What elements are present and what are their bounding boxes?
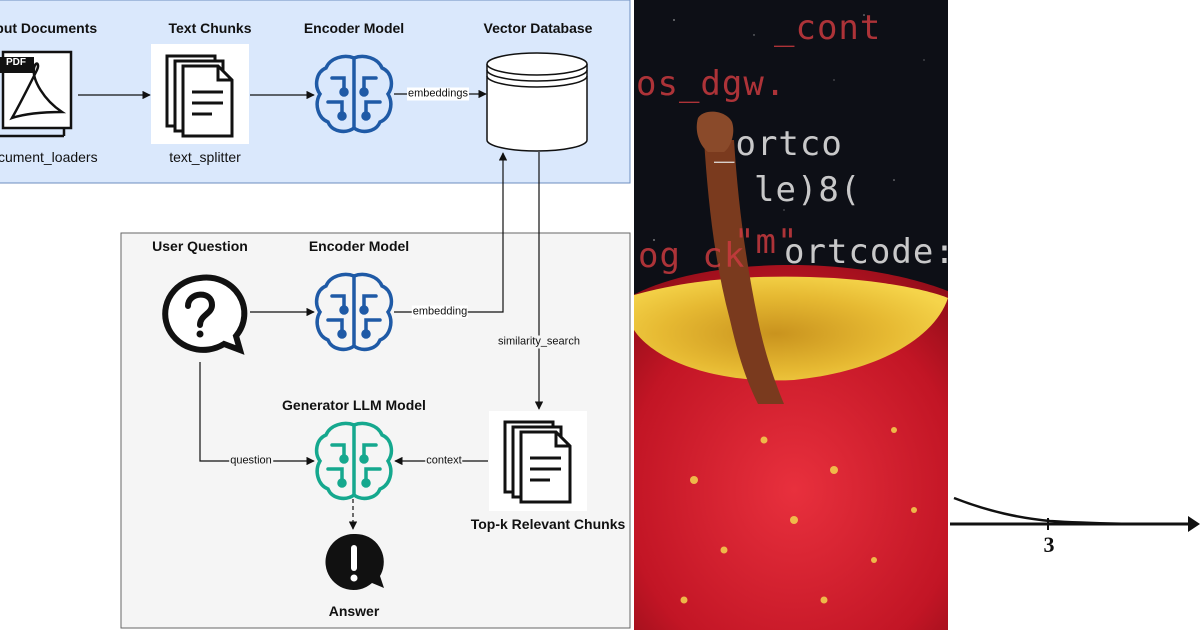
question-bubble-icon — [162, 274, 248, 355]
edge-label-context: context — [425, 454, 463, 468]
edge-question-to-generator — [199, 362, 315, 466]
code-line-2: os_dgw. — [636, 64, 787, 104]
input-documents-title: Input Documents — [0, 20, 98, 36]
topk-chunks-icon — [489, 411, 587, 511]
x-axis-arrowhead — [1188, 516, 1200, 532]
edge-label-embedding: embedding — [411, 305, 469, 319]
answer-exclamation-icon — [325, 533, 384, 590]
code-line-5: "m" — [734, 222, 799, 262]
encoder-model-title-top: Encoder Model — [303, 20, 405, 36]
apple-illustration — [634, 0, 948, 630]
code-line-3: _ortco — [714, 124, 843, 164]
document-loaders-label: document_loaders — [0, 149, 98, 165]
curve-plot — [950, 496, 1200, 532]
decay-curve — [953, 496, 1131, 526]
vector-database-icon — [486, 52, 588, 152]
text-splitter-label: text_splitter — [169, 149, 241, 165]
vector-database-title: Vector Database — [483, 20, 593, 36]
text-chunks-icon — [151, 44, 249, 144]
answer-title: Answer — [328, 603, 380, 619]
pdf-badge: PDF — [6, 57, 26, 68]
text-chunks-title: Text Chunks — [168, 20, 252, 36]
edge-label-similarity-search: similarity_search — [497, 335, 581, 349]
pdf-document-icon — [0, 50, 73, 138]
generator-llm-title: Generator LLM Model — [282, 397, 426, 413]
code-line-4: le)8( — [754, 170, 862, 210]
topk-chunks-title: Top-k Relevant Chunks — [470, 516, 626, 532]
code-line-6: ortcode: — [784, 232, 948, 272]
encoder-brain-icon-bottom — [314, 272, 394, 352]
code-line-7: og ck — [638, 236, 746, 276]
x-axis-tick-label: 3 — [1043, 532, 1055, 557]
edge-label-embeddings: embeddings — [407, 87, 469, 101]
encoder-model-title-bottom: Encoder Model — [308, 238, 410, 254]
encoder-brain-icon-top — [314, 54, 394, 134]
user-question-title: User Question — [152, 238, 248, 254]
apple-photo: _cont os_dgw. _ortco le)8( "m" ortcode: … — [634, 0, 948, 630]
generator-brain-icon — [314, 421, 394, 501]
code-line-1: _cont — [774, 8, 882, 48]
edge-label-question: question — [229, 454, 273, 468]
